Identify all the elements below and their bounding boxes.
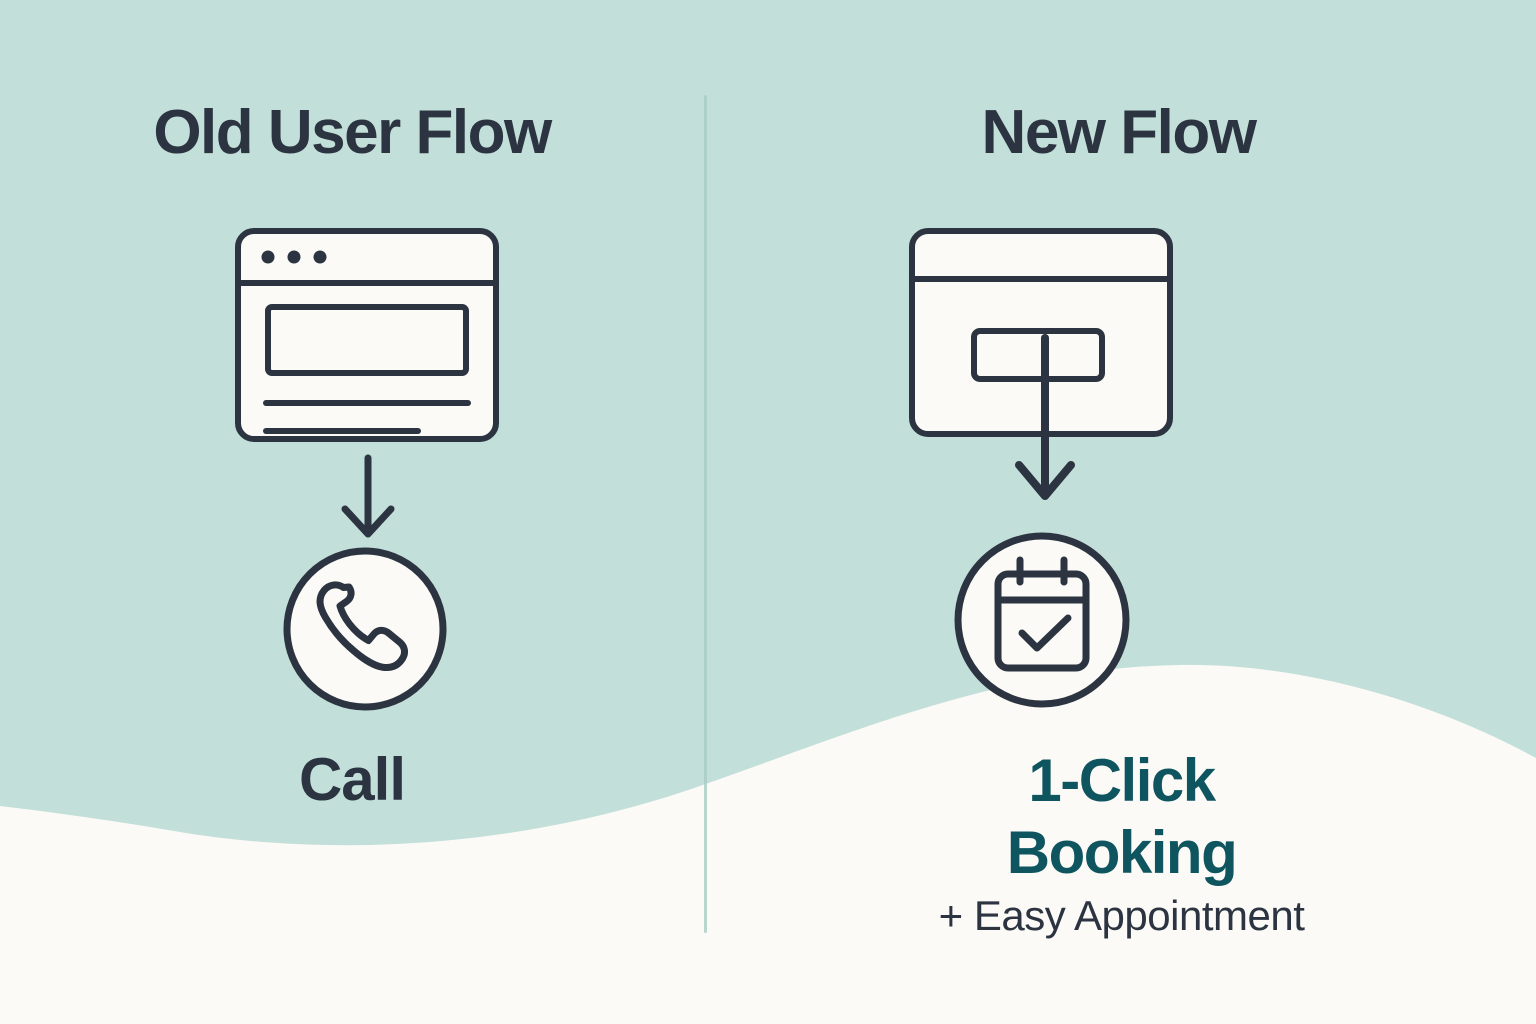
new-flow-column: New Flow — [707, 0, 1536, 1024]
down-arrow-icon — [341, 454, 395, 538]
column-divider — [704, 95, 707, 933]
new-flow-caption: 1-Click Booking — [707, 745, 1536, 889]
old-flow-column: Old User Flow — [0, 0, 704, 1024]
new-flow-title: New Flow — [981, 98, 1257, 167]
new-flow-caption-line-1: 1-Click — [1028, 747, 1216, 814]
old-flow-title: Old User Flow — [153, 98, 552, 167]
down-arrow-icon — [1015, 334, 1075, 500]
new-flow-caption-line-2: Booking — [1006, 819, 1238, 886]
browser-window-icon — [235, 228, 499, 442]
new-flow-subcaption: + Easy Appointment — [938, 892, 1305, 939]
calendar-check-icon — [954, 532, 1130, 708]
browser-window-icon — [909, 228, 1173, 437]
old-flow-caption: Call — [298, 746, 406, 813]
phone-call-icon — [283, 547, 447, 711]
